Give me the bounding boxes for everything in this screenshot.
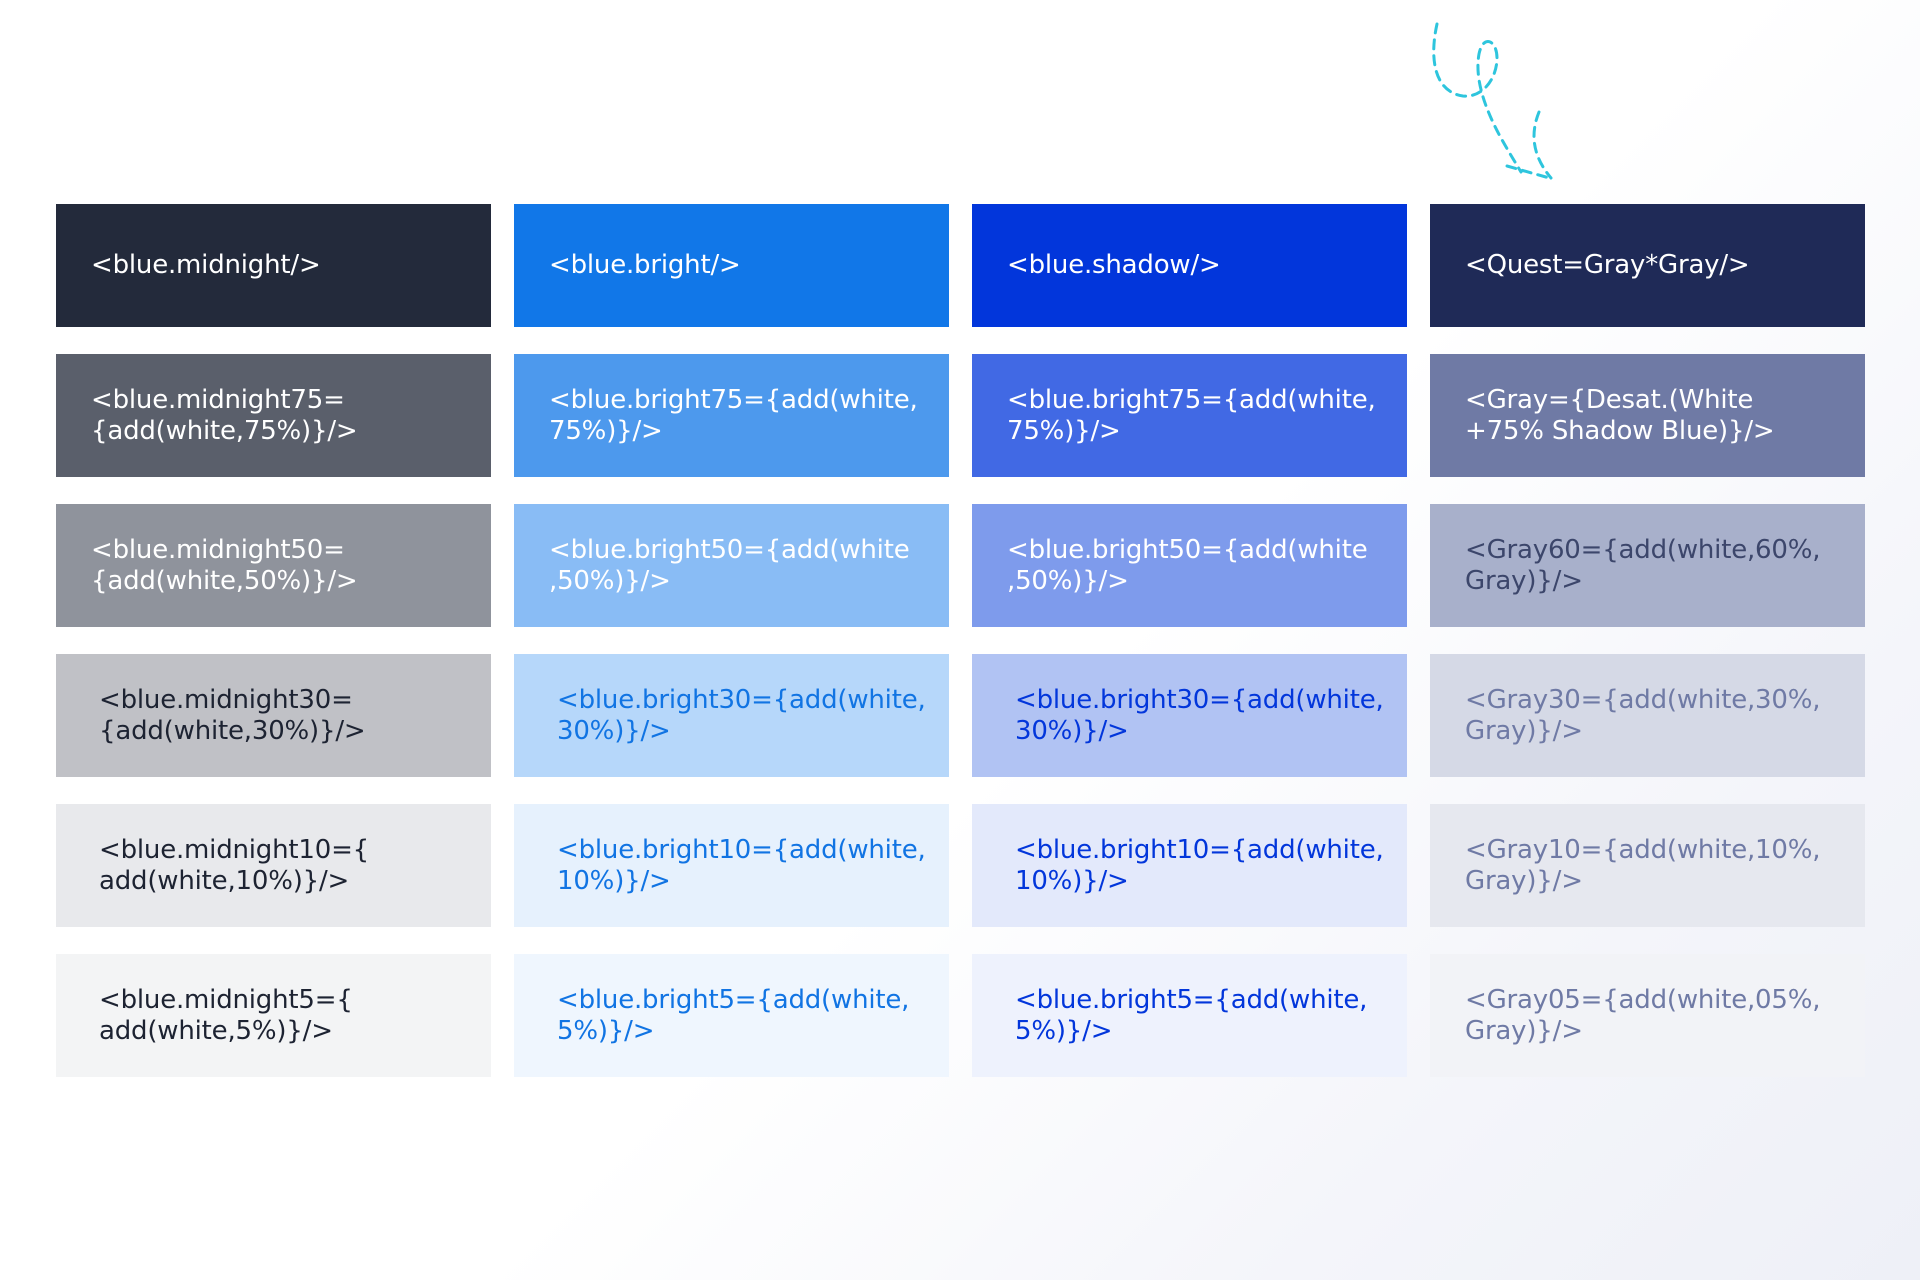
swatch-label: <Gray60={add(white,60%, Gray)}/>	[1465, 534, 1821, 596]
swatch-label: <blue.midnight5={ add(white,5%)}/>	[99, 984, 353, 1046]
swatch-shadow-row-6: <blue.bright5={add(white, 5%)}/>	[972, 954, 1407, 1077]
swatch-midnight-row-4: <blue.midnight30= {add(white,30%)}/>	[56, 654, 491, 777]
swatch-shadow-row-3: <blue.bright50={add(white ,50%)}/>	[972, 504, 1407, 627]
swatch-label: <blue.bright/>	[549, 250, 741, 280]
swatch-shadow-row-5: <blue.bright10={add(white, 10%)}/>	[972, 804, 1407, 927]
swatch-label: <blue.bright30={add(white, 30%)}/>	[1015, 684, 1384, 746]
swatch-gray-row-4: <Gray30={add(white,30%, Gray)}/>	[1430, 654, 1865, 777]
dashed-loop-arrow-icon	[1432, 22, 1555, 181]
swatch-bright-row-5: <blue.bright10={add(white, 10%)}/>	[514, 804, 949, 927]
swatch-midnight-row-1: <blue.midnight/>	[56, 204, 491, 327]
swatch-bright-row-4: <blue.bright30={add(white, 30%)}/>	[514, 654, 949, 777]
swatch-shadow-row-4: <blue.bright30={add(white, 30%)}/>	[972, 654, 1407, 777]
swatch-label: <blue.bright50={add(white ,50%)}/>	[549, 534, 910, 596]
swatch-label: <blue.midnight50= {add(white,50%)}/>	[91, 534, 358, 596]
swatch-bright-row-1: <blue.bright/>	[514, 204, 949, 327]
swatch-label: <Gray={Desat.(White +75% Shadow Blue)}/>	[1465, 384, 1775, 446]
swatch-shadow-row-1: <blue.shadow/>	[972, 204, 1407, 327]
swatch-gray-row-5: <Gray10={add(white,10%, Gray)}/>	[1430, 804, 1865, 927]
swatch-bright-row-6: <blue.bright5={add(white, 5%)}/>	[514, 954, 949, 1077]
swatch-gray-row-2: <Gray={Desat.(White +75% Shadow Blue)}/>	[1430, 354, 1865, 477]
swatch-shadow-row-2: <blue.bright75={add(white, 75%)}/>	[972, 354, 1407, 477]
swatch-bright-row-3: <blue.bright50={add(white ,50%)}/>	[514, 504, 949, 627]
swatch-midnight-row-6: <blue.midnight5={ add(white,5%)}/>	[56, 954, 491, 1077]
swatch-label: <Quest=Gray*Gray/>	[1465, 250, 1750, 280]
swatch-label: <blue.midnight10={ add(white,10%)}/>	[99, 834, 369, 896]
swatch-label: <blue.bright75={add(white, 75%)}/>	[1007, 384, 1376, 446]
swatch-gray-row-1: <Quest=Gray*Gray/>	[1430, 204, 1865, 327]
swatch-label: <blue.midnight30= {add(white,30%)}/>	[99, 684, 366, 746]
swatch-label: <Gray30={add(white,30%, Gray)}/>	[1465, 684, 1821, 746]
swatch-label: <blue.midnight75= {add(white,75%)}/>	[91, 384, 358, 446]
swatch-label: <blue.bright5={add(white, 5%)}/>	[1015, 984, 1368, 1046]
swatch-label: <blue.bright30={add(white, 30%)}/>	[557, 684, 926, 746]
swatch-label: <blue.bright50={add(white ,50%)}/>	[1007, 534, 1368, 596]
swatch-gray-row-6: <Gray05={add(white,05%, Gray)}/>	[1430, 954, 1865, 1077]
swatch-label: <blue.bright10={add(white, 10%)}/>	[1015, 834, 1384, 896]
swatch-gray-row-3: <Gray60={add(white,60%, Gray)}/>	[1430, 504, 1865, 627]
swatch-bright-row-2: <blue.bright75={add(white, 75%)}/>	[514, 354, 949, 477]
swatch-label: <blue.shadow/>	[1007, 250, 1221, 280]
swatch-midnight-row-2: <blue.midnight75= {add(white,75%)}/>	[56, 354, 491, 477]
swatch-label: <Gray05={add(white,05%, Gray)}/>	[1465, 984, 1821, 1046]
swatch-midnight-row-3: <blue.midnight50= {add(white,50%)}/>	[56, 504, 491, 627]
swatch-label: <blue.midnight/>	[91, 250, 321, 280]
swatch-label: <blue.bright5={add(white, 5%)}/>	[557, 984, 910, 1046]
color-palette-grid: <blue.midnight/> <blue.bright/> <blue.shad…	[56, 204, 1865, 1077]
swatch-midnight-row-5: <blue.midnight10={ add(white,10%)}/>	[56, 804, 491, 927]
swatch-label: <blue.bright75={add(white, 75%)}/>	[549, 384, 918, 446]
swatch-label: <Gray10={add(white,10%, Gray)}/>	[1465, 834, 1821, 896]
swatch-label: <blue.bright10={add(white, 10%)}/>	[557, 834, 926, 896]
